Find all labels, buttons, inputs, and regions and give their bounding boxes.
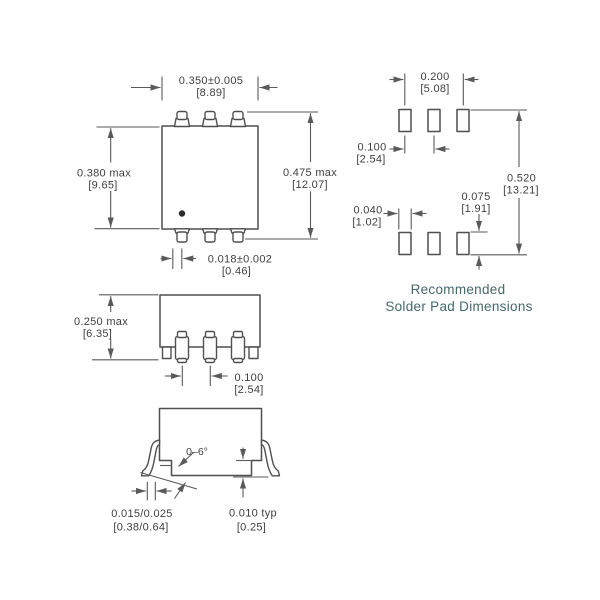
dim-body-width: 0.350±0.005 [8.89] — [131, 75, 278, 101]
dim-label-mm: [0.38/0.64] — [113, 522, 168, 534]
dim-label-mm: [0.46] — [222, 266, 251, 278]
package-body-outline — [158, 407, 263, 477]
dim-label-mm: [13.21] — [503, 185, 539, 197]
seating-plane-line — [140, 471, 198, 490]
dim-label: 0.040 — [353, 205, 382, 217]
dim-label: 0.100 — [234, 372, 263, 384]
dim-label: 0.100 — [357, 142, 386, 154]
dim-label-mm: [6.35] — [83, 328, 112, 340]
dim-label-mm: [1.02] — [352, 217, 381, 229]
dim-label-mm: [8.89] — [196, 87, 225, 99]
pads-bottom-row — [398, 231, 470, 256]
dim-overall-height: 0.475 max [12.07] — [245, 111, 337, 240]
top-pins — [173, 110, 247, 128]
dim-label: 0.520 — [507, 173, 536, 185]
dim-front-pitch: 0.100 [2.54] — [165, 365, 263, 396]
pin-cap — [176, 110, 188, 121]
pin-body — [174, 335, 190, 361]
dim-lead-angle: 0–6° — [178, 446, 208, 467]
gullwing-lead-left — [140, 439, 161, 477]
front-pins — [174, 330, 246, 364]
dim-label: 0.250 max — [74, 316, 128, 328]
pin-tip — [176, 357, 188, 364]
dim-label-mm: [1.91] — [461, 203, 490, 215]
pin-cap — [204, 231, 216, 243]
bottom-pins — [173, 228, 247, 243]
dim-pad-width: 0.040 [1.02] — [352, 205, 427, 230]
dim-label-mm: [9.65] — [88, 180, 117, 192]
corner-lead — [161, 346, 172, 360]
leader-line — [178, 452, 194, 467]
gullwing-lead-right — [260, 439, 281, 477]
solder-pad — [398, 108, 412, 133]
pin-body — [230, 335, 246, 361]
pin-cap — [232, 231, 244, 243]
dim-lead-width: 0.018±0.002 [0.46] — [160, 248, 272, 278]
pin1-index-dot — [178, 210, 186, 217]
pin-cap — [204, 330, 216, 339]
dim-front-height: 0.250 max [6.35] — [74, 294, 159, 361]
front-view: 0.250 max [6.35] 0.100 [2.54] — [74, 294, 263, 396]
dim-label: 0.015/0.025 — [111, 508, 172, 520]
dim-pad-height: 0.075 [1.91] — [461, 191, 490, 270]
dim-pad-pitch: 0.100 [2.54] — [356, 135, 450, 166]
dim-label-mm: [2.54] — [356, 154, 385, 166]
package-body-outline — [161, 125, 259, 230]
corner-lead — [248, 346, 259, 360]
pin-cap — [232, 110, 244, 121]
solder-pad — [456, 108, 470, 133]
angle-label: 0–6° — [186, 446, 208, 458]
dim-label: 0.200 — [420, 71, 449, 83]
solder-pad-view: 0.200 [5.08] 0.100 [2.54] 0.040 [1.02] — [352, 71, 539, 314]
pin-tip — [232, 357, 244, 364]
pin-cap — [176, 330, 188, 339]
dim-label-mm: [5.08] — [420, 83, 449, 95]
pin-tip — [204, 357, 216, 364]
caption-line2: Solder Pad Dimensions — [385, 299, 532, 314]
pin-cap — [176, 231, 188, 243]
dim-pad-overall-span: 0.520 [13.21] — [470, 109, 539, 256]
dim-label: 0.075 — [461, 191, 490, 203]
dim-label: 0.380 max — [77, 168, 131, 180]
caption-line1: Recommended — [411, 282, 506, 297]
solder-pad — [398, 231, 412, 256]
dim-standoff: 0.010 typ [0.25] — [229, 447, 277, 534]
dim-label: 0.350±0.005 — [179, 75, 243, 87]
top-view: 0.350±0.005 [8.89] 0.380 max [9.65] 0.47… — [77, 75, 337, 278]
dim-label: 0.018±0.002 — [208, 254, 272, 266]
pin-body — [202, 335, 218, 361]
dim-label: 0.475 max — [283, 167, 337, 179]
dim-label-mm: [12.07] — [292, 179, 328, 191]
pin-cap — [232, 330, 244, 339]
dim-label-mm: [0.25] — [237, 522, 266, 534]
dim-body-height: 0.380 max [9.65] — [77, 126, 160, 230]
dim-label-mm: [2.54] — [234, 384, 263, 396]
pin-cap — [204, 110, 216, 121]
solder-pad — [456, 231, 470, 256]
dim-pad-outer-span: 0.200 [5.08] — [389, 71, 479, 106]
pad-view-caption: Recommended Solder Pad Dimensions — [385, 282, 532, 314]
dim-lead-thickness: 0.015/0.025 [0.38/0.64] — [111, 482, 186, 534]
dim-label: 0.010 typ — [229, 508, 277, 520]
side-view: 0–6° 0.015/0.025 [0.38/0.64] 0.010 typ [… — [111, 407, 281, 534]
solder-pad — [427, 108, 441, 133]
leader-line — [174, 482, 186, 499]
pads-top-row — [398, 108, 470, 133]
solder-pad — [427, 231, 441, 256]
